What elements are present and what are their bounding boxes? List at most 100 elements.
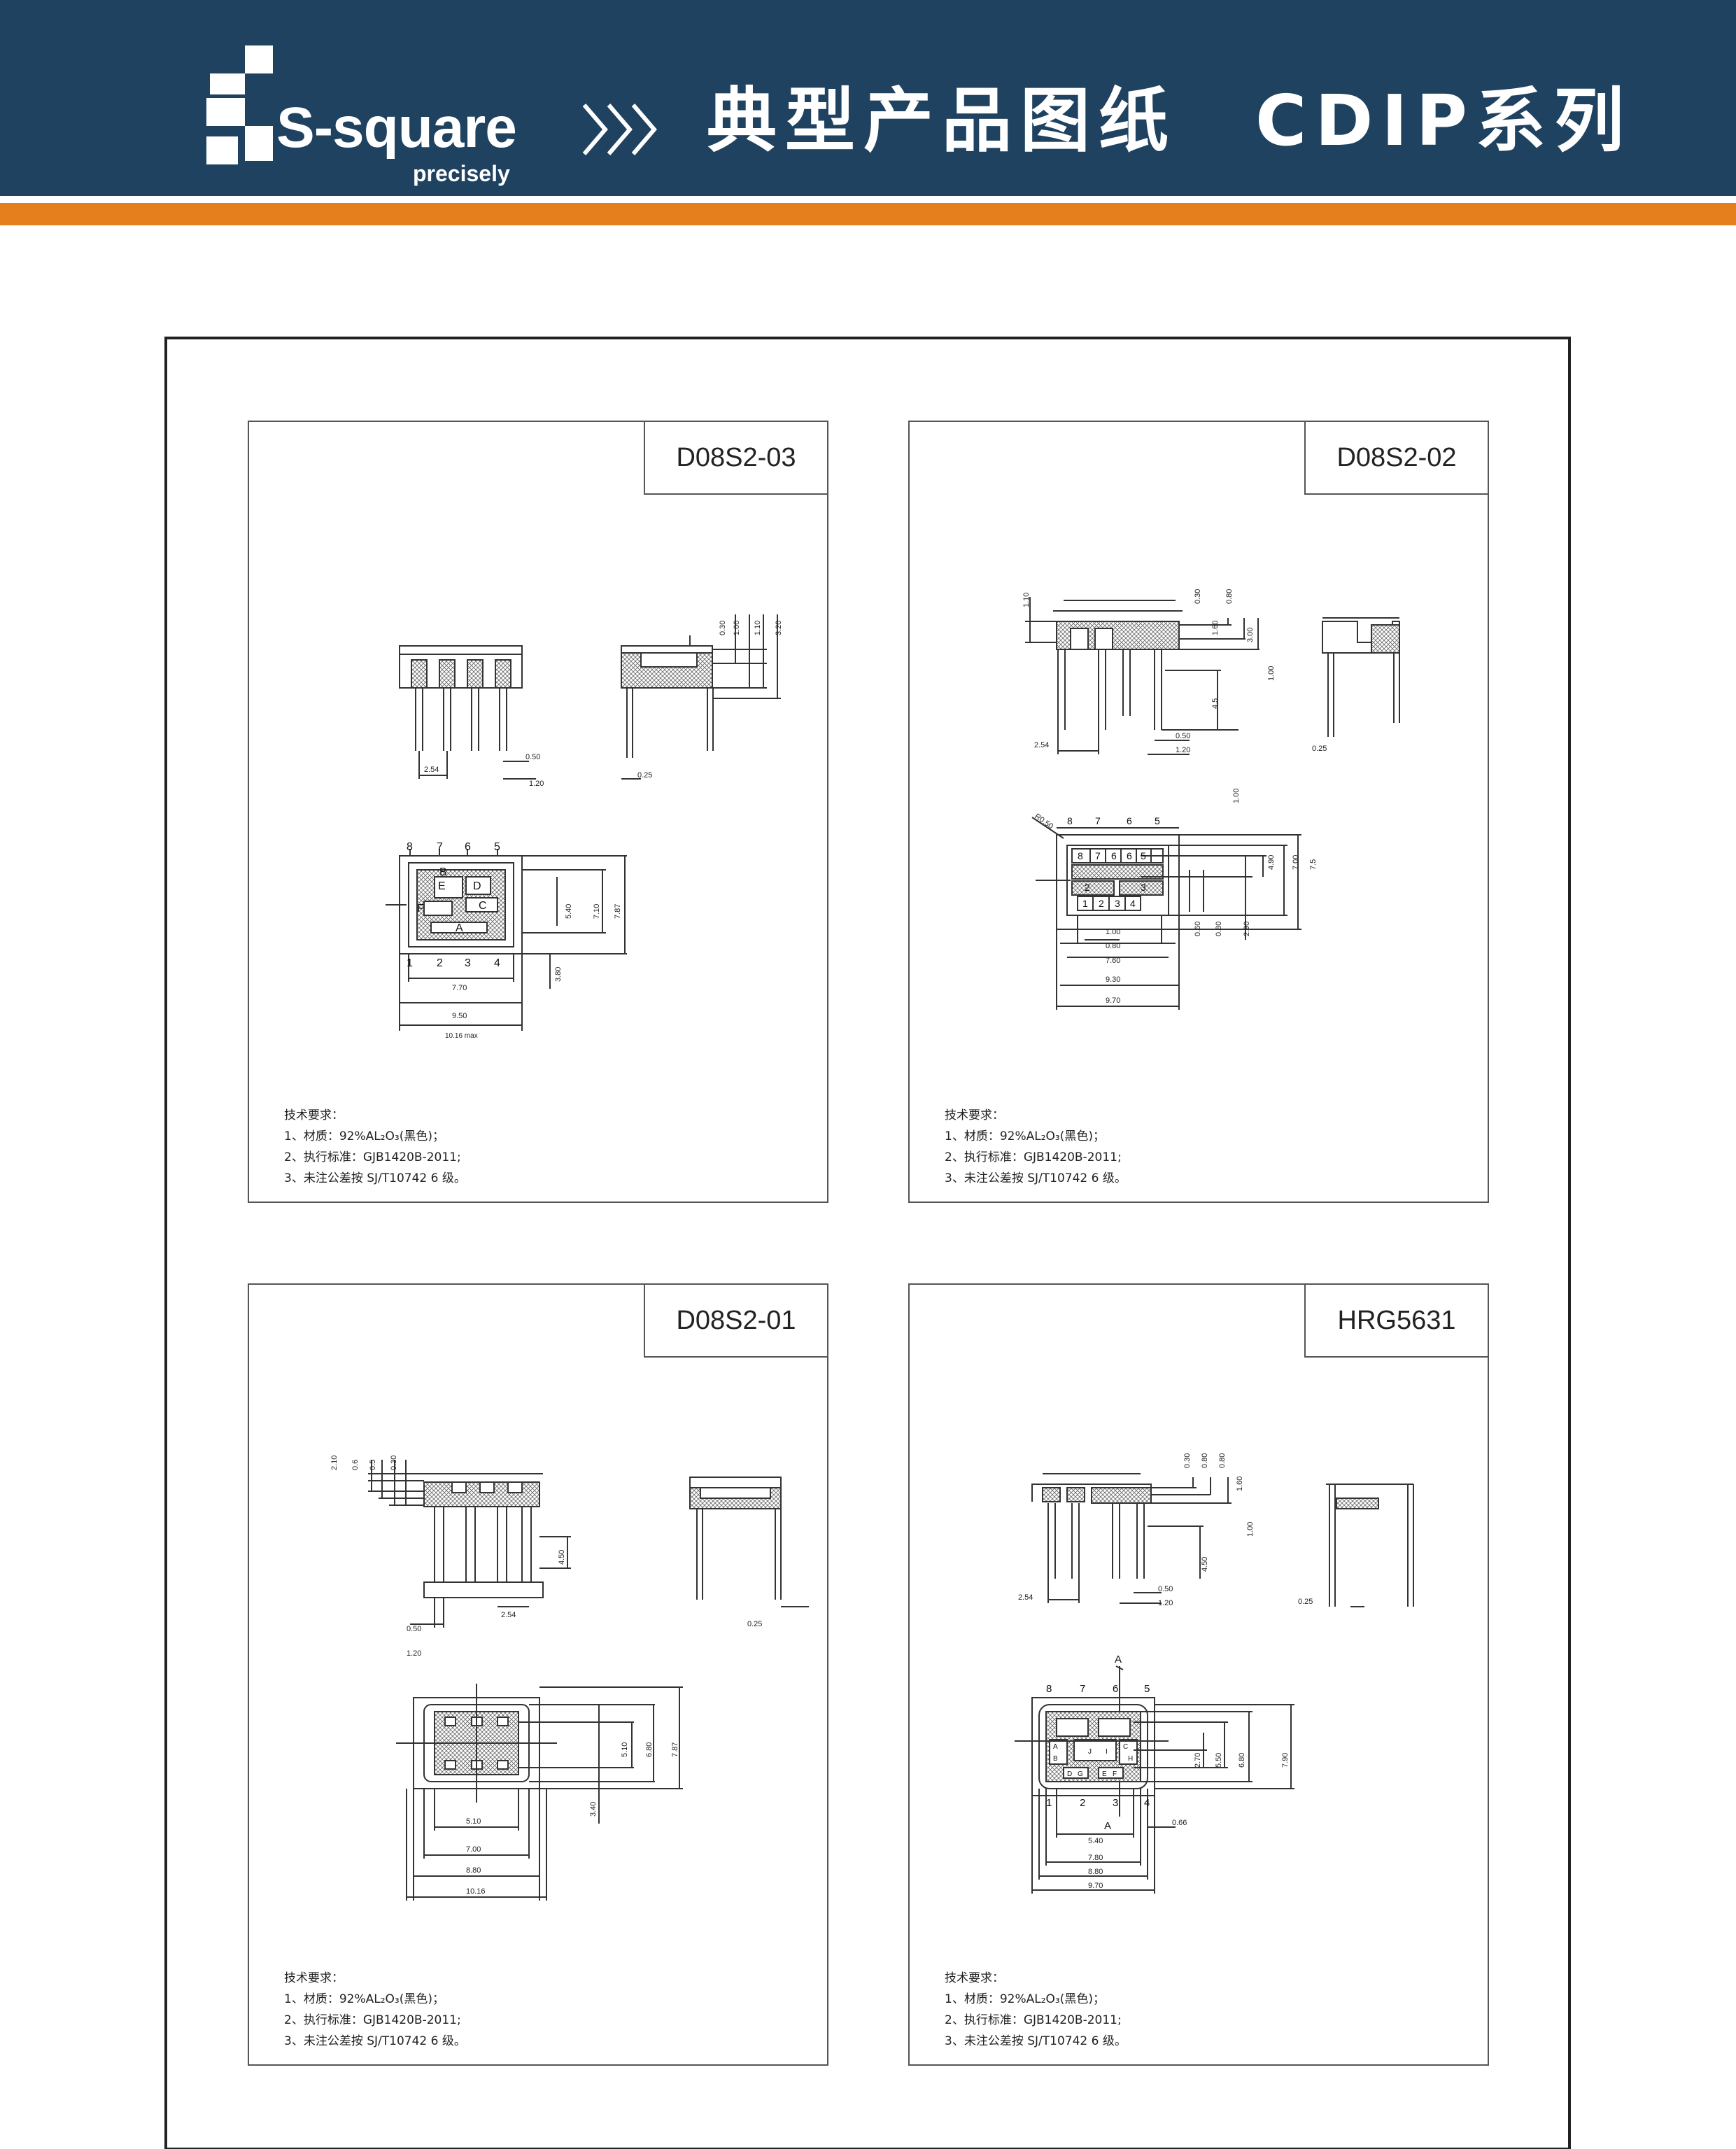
dim-text: 1.00 [1232, 789, 1241, 803]
dim-text: 1.60 [1211, 621, 1220, 635]
pad-label: B [1053, 1755, 1058, 1763]
dim-text: 0.80 [1218, 1453, 1227, 1468]
dim-text: 0.80 [1201, 1453, 1209, 1468]
dim-text: 7.5 [1309, 859, 1318, 870]
pin-number: 6 [1127, 815, 1132, 826]
drawing-panel-d08s2-01: 2.10 0.6 0.5 0.30 4.50 0.50 1.20 2.54 0.… [248, 1283, 828, 2066]
pad-label: B [439, 866, 447, 878]
dim-text: 0.30 [719, 621, 727, 635]
dim-text: 10.16 max [445, 1032, 478, 1040]
pad-label: E [438, 880, 446, 892]
dim-text: 1.60 [1236, 1477, 1244, 1491]
technical-drawing: 0.30 0.80 0.80 1.60 1.00 4.50 2.54 0.50 … [1015, 1453, 1414, 1894]
dim-text: 3.40 [589, 1802, 598, 1817]
dim-text: 6.80 [1238, 1753, 1246, 1768]
dim-text: 8.80 [466, 1866, 481, 1875]
dim-text: 4.50 [558, 1550, 566, 1565]
part-number-label: D08S2-02 [1304, 421, 1489, 495]
notes-heading: 技术要求： [945, 1108, 1004, 1122]
notes-heading: 技术要求： [284, 1971, 344, 1985]
pin-number: 5 [1155, 815, 1160, 826]
pin-number: 6 [1113, 1683, 1118, 1695]
pin-number: 7 [1095, 815, 1101, 826]
pin-number: 7 [1080, 1683, 1085, 1695]
dim-text: 5.40 [1088, 1837, 1103, 1845]
pad-label: A [456, 922, 463, 934]
dim-text: 7.00 [1292, 855, 1300, 870]
dim-text: 2.90 [1243, 922, 1251, 936]
dim-text: 9.30 [1106, 975, 1120, 984]
drawing-panel-d08s2-03: 2.54 0.50 1.20 0.25 0.30 1.00 1.10 3.20 … [248, 421, 828, 1203]
dim-text: 1.00 [1267, 666, 1276, 681]
pad-label: E [1102, 1770, 1107, 1778]
dim-text: 7.87 [671, 1742, 679, 1757]
notes-line: 2、执行标准：GJB1420B-2011; [284, 2013, 461, 2027]
dim-text: 2.54 [424, 766, 439, 774]
dim-text: 5.10 [466, 1817, 481, 1826]
dim-text: 0.25 [1298, 1598, 1313, 1606]
pin-number: 6 [465, 841, 471, 853]
pin-number: 5 [494, 841, 500, 853]
accent-bar [0, 203, 1736, 225]
pad-label: 3 [1115, 898, 1120, 909]
tech-notes: 技术要求： 1、材质：92%AL₂O₃(黑色)； 2、执行标准：GJB1420B… [945, 1968, 1127, 2052]
dim-text: 2.70 [1194, 1753, 1202, 1768]
dim-text: 5.40 [565, 904, 573, 919]
dim-text: 1.00 [1246, 1522, 1255, 1537]
pad-label: I [1106, 1748, 1108, 1756]
dim-text: 0.60 [1194, 922, 1202, 936]
pad-label: D [1067, 1770, 1072, 1778]
dim-text: 0.80 [1106, 942, 1120, 950]
pad-label: A [1053, 1743, 1058, 1751]
drawing-panel-hrg5631: 0.30 0.80 0.80 1.60 1.00 4.50 2.54 0.50 … [908, 1283, 1489, 2066]
pin-number: 2 [1080, 1797, 1085, 1809]
pad-label: G [1078, 1770, 1083, 1778]
pin-number: 4 [494, 957, 500, 969]
dim-text: 2.54 [1034, 741, 1049, 749]
notes-line: 2、执行标准：GJB1420B-2011; [284, 1150, 461, 1164]
section-label: A [1115, 1654, 1122, 1665]
pad-label: F [1113, 1770, 1117, 1778]
pad-label: C [479, 900, 487, 912]
brand-tagline: precisely [413, 161, 510, 186]
pin-number: 7 [437, 841, 443, 853]
technical-drawing: 2.10 0.6 0.5 0.30 4.50 0.50 1.20 2.54 0.… [330, 1456, 809, 1901]
dim-text: 2.54 [501, 1611, 516, 1619]
notes-heading: 技术要求： [284, 1108, 344, 1122]
pin-number: 2 [437, 957, 443, 969]
technical-drawing: 2.54 0.50 1.20 0.25 0.30 1.00 1.10 3.20 … [386, 614, 783, 1040]
dim-text: 0.30 [390, 1456, 398, 1470]
dim-text: 0.25 [637, 771, 652, 780]
drawing-panel-d08s2-02: 1.10 0.30 0.80 1.60 3.00 1.00 4.5 2.54 0… [908, 421, 1489, 1203]
dim-text: 0.6 [351, 1460, 360, 1470]
dim-text: 0.66 [1172, 1819, 1187, 1827]
dim-text: 7.80 [1088, 1854, 1103, 1862]
dim-text: 7.70 [452, 984, 467, 992]
dim-text: 0.50 [1158, 1585, 1173, 1593]
pin-number: 4 [1144, 1797, 1150, 1809]
pad-label: 4 [1130, 898, 1136, 909]
dim-text: 4.50 [1201, 1557, 1209, 1572]
dim-text: 1.00 [1106, 928, 1120, 936]
dim-text: 0.50 [407, 1625, 421, 1633]
brand-name: S-square [276, 96, 517, 160]
part-number-label: D08S2-01 [644, 1283, 828, 1358]
part-number-label: D08S2-03 [644, 421, 828, 495]
notes-heading: 技术要求： [945, 1971, 1004, 1985]
notes-line: 3、未注公差按 SJ/T10742 6 级。 [945, 1171, 1127, 1185]
notes-line: 3、未注公差按 SJ/T10742 6 级。 [284, 1171, 466, 1185]
page-title: 典型产品图纸 CDIP系列 [707, 80, 1632, 162]
pad-label: 5 [1141, 850, 1146, 861]
section-label: A [1104, 1820, 1111, 1832]
dim-text: 0.5 [369, 1460, 377, 1470]
dim-text: 1.00 [733, 621, 741, 635]
dim-text: 1.20 [529, 780, 544, 788]
dim-text: 7.10 [593, 904, 601, 919]
pin-number: 8 [1067, 815, 1073, 826]
pad-label: 6 [1111, 850, 1117, 861]
dim-text: 5.10 [621, 1742, 629, 1757]
pin-number: 1 [407, 957, 413, 969]
dim-text: 7.87 [614, 904, 622, 919]
pad-label: J [1088, 1748, 1092, 1756]
pad-label: F [417, 903, 424, 915]
